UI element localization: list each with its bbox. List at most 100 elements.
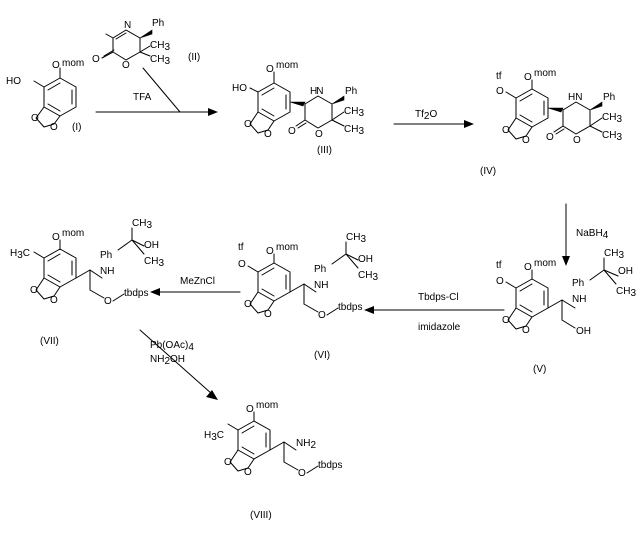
- compound-label-I: (I): [72, 122, 81, 133]
- phenyl-label: Ph: [345, 86, 357, 97]
- atom-O: O: [264, 129, 272, 140]
- atom-O: O: [50, 295, 58, 306]
- reagent-pboac4: Pb(OAc)4: [150, 340, 194, 353]
- compound-label-VI: (VI): [314, 350, 330, 361]
- atom-O: O: [264, 309, 272, 320]
- methyl-label: CH3: [604, 248, 624, 261]
- tbdps-label: tbdps: [338, 302, 362, 313]
- mom-label: mom: [62, 58, 84, 69]
- atom-O: O: [246, 404, 254, 415]
- methyl-label: CH3: [616, 286, 636, 299]
- hydroxyl-label: HO: [232, 83, 247, 94]
- amine-label: NH: [314, 280, 328, 291]
- atom-O: O: [244, 299, 252, 310]
- atom-O: O: [122, 60, 130, 71]
- mom-label: mom: [534, 68, 556, 79]
- benzene-ring-III: [257, 82, 291, 122]
- methyl-label: CH3: [602, 130, 622, 143]
- triflate-label: tf: [238, 242, 244, 253]
- methyl-label: CH3: [344, 124, 364, 137]
- amine-label: HN: [310, 86, 323, 97]
- benzene-ring-VI: [257, 262, 291, 302]
- atom-O: O: [315, 129, 323, 140]
- reagent-imidazole: imidazole: [418, 322, 461, 333]
- hydroxyl-label: OH: [576, 326, 591, 337]
- amine-label: NH: [100, 266, 114, 277]
- methyl-label: CH3: [150, 54, 170, 67]
- atom-O: O: [238, 259, 246, 270]
- phenyl-label: Ph: [100, 250, 112, 261]
- compound-II: N Ph CH3 CH3 O O (II): [92, 18, 200, 71]
- benzene-ring-IV: [515, 88, 549, 128]
- atom-O: O: [30, 285, 38, 296]
- arrow-step-6: Pb(OAc)4 NH2OH: [139, 329, 218, 400]
- hydroxyl-label: OH: [144, 240, 159, 251]
- methyl-label: CH3: [150, 40, 170, 53]
- atom-N: N: [124, 20, 131, 31]
- methyl-label: CH3: [358, 270, 378, 283]
- compound-V: O mom tf O O O NH Ph CH3 OH CH3 OH (V): [496, 248, 636, 375]
- hydroxyl-label: OH: [358, 254, 373, 265]
- arrow-step-4: Tbdps-Cl imidazole: [364, 292, 505, 333]
- mom-label: mom: [62, 228, 84, 239]
- reagent-tfa: TFA: [133, 92, 152, 103]
- compound-III: O mom HO O O HN Ph CH3 CH3 O O (III): [232, 60, 364, 156]
- mom-label: mom: [276, 60, 298, 71]
- compound-IV: O mom tf O O O HN Ph CH3 CH3 O O (IV): [480, 68, 622, 177]
- reagent-tf2o: Tf2O: [415, 109, 437, 122]
- benzene-ring-I: [43, 77, 77, 117]
- atom-O: O: [104, 296, 112, 307]
- compound-label-VII: (VII): [40, 336, 59, 347]
- compound-label-V: (V): [533, 364, 546, 375]
- arrow-step-5: MeZnCl: [150, 276, 241, 296]
- methyl-label: CH3: [344, 106, 364, 119]
- atom-O: O: [244, 467, 252, 478]
- methyl-label: CH3: [144, 256, 164, 269]
- atom-O: O: [318, 310, 326, 321]
- reagent-nh2oh: NH2OH: [150, 354, 185, 367]
- atom-O: O: [52, 232, 60, 243]
- compound-VIII: O mom H3C O O NH2 O tbdps (VIII): [204, 400, 342, 521]
- amine-label: HN: [568, 92, 582, 103]
- benzene-ring-VIII: [237, 420, 271, 460]
- reagent-nabh4: NaBH4: [576, 228, 609, 241]
- benzene-ring-VII: [43, 248, 77, 288]
- atom-O: O: [502, 315, 510, 326]
- atom-O: O: [288, 126, 296, 137]
- compound-VII: O mom H3C O O NH Ph CH3 OH CH3 O tbdps (…: [10, 218, 164, 347]
- hydroxyl-label: OH: [618, 266, 633, 277]
- triflate-label: tf: [496, 260, 502, 271]
- atom-O: O: [522, 325, 530, 336]
- compound-I: O mom HO O O (I): [6, 58, 84, 133]
- atom-O: O: [244, 119, 252, 130]
- arrow-step-2: Tf2O: [393, 109, 474, 128]
- atom-O: O: [496, 276, 504, 287]
- hydroxyl-label: HO: [6, 76, 21, 87]
- arrow-step-1: TFA: [95, 67, 218, 116]
- compound-label-IV: (IV): [480, 166, 496, 177]
- atom-O: O: [266, 246, 274, 257]
- mom-label: mom: [534, 258, 556, 269]
- methyl-label: H3C: [10, 248, 30, 261]
- atom-O: O: [266, 64, 274, 75]
- atom-O: O: [502, 125, 510, 136]
- phenyl-label: Ph: [603, 92, 615, 103]
- tbdps-label: tbdps: [318, 460, 342, 471]
- phenyl-label: Ph: [572, 278, 584, 289]
- methyl-label: H3C: [204, 430, 224, 443]
- compound-VI: O mom tf O O O NH Ph CH3 OH CH3 O tbdps …: [238, 232, 378, 361]
- mom-label: mom: [276, 242, 298, 253]
- compound-label-II: (II): [188, 52, 200, 63]
- reagent-tbdps-cl: Tbdps-Cl: [418, 292, 459, 303]
- reagent-meznc: MeZnCl: [180, 276, 215, 287]
- phenyl-label: Ph: [152, 18, 164, 29]
- atom-O: O: [50, 122, 58, 133]
- atom-O: O: [52, 60, 60, 71]
- atom-O: O: [496, 86, 504, 97]
- atom-O: O: [31, 113, 39, 124]
- compound-label-III: (III): [317, 145, 332, 156]
- amino-label: NH2: [296, 438, 316, 451]
- methyl-label: CH3: [132, 218, 152, 231]
- atom-O: O: [573, 135, 581, 146]
